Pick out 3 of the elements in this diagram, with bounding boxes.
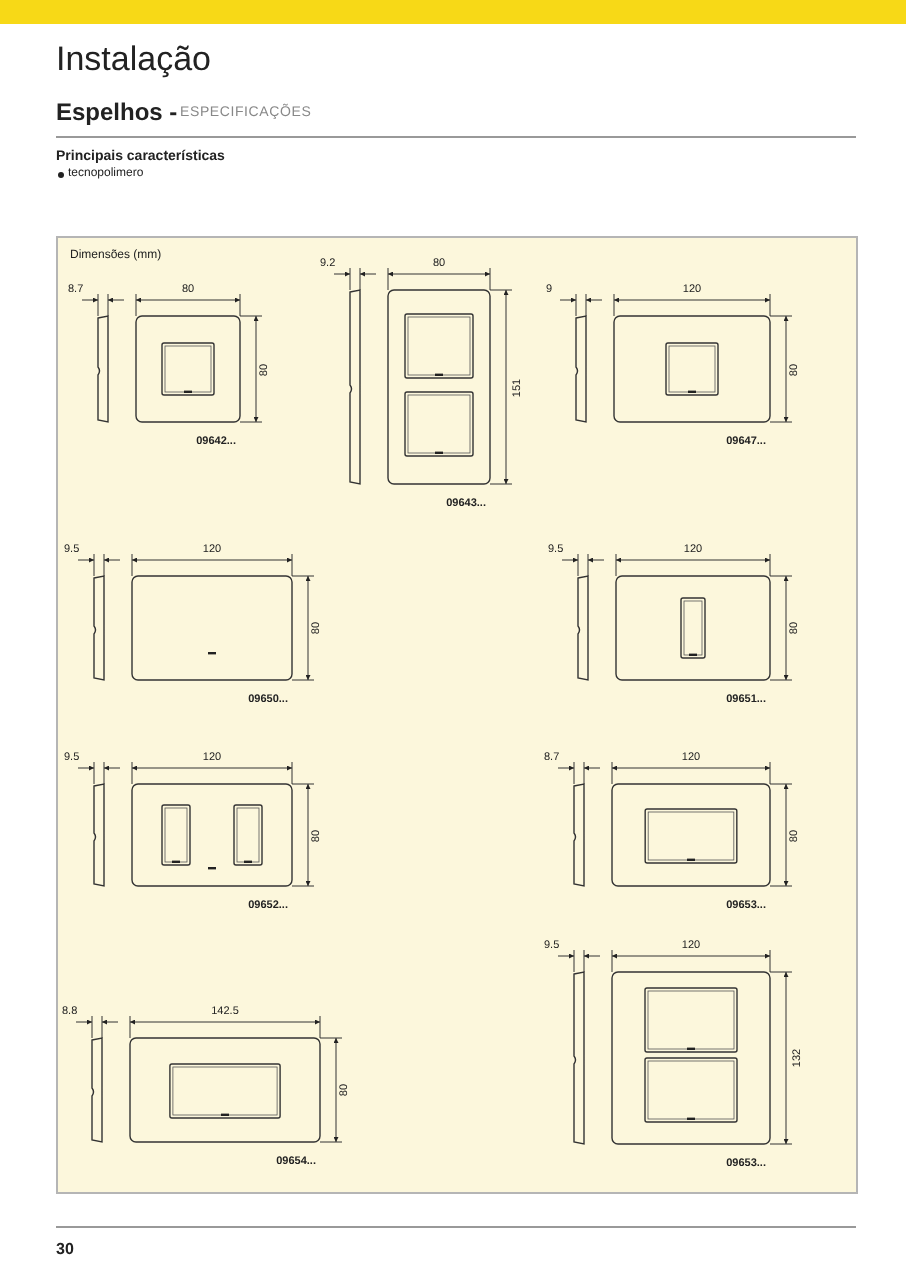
section-heading: Espelhos -	[56, 100, 178, 124]
page-title: Instalação	[56, 42, 211, 76]
page-number: 30	[56, 1242, 74, 1258]
